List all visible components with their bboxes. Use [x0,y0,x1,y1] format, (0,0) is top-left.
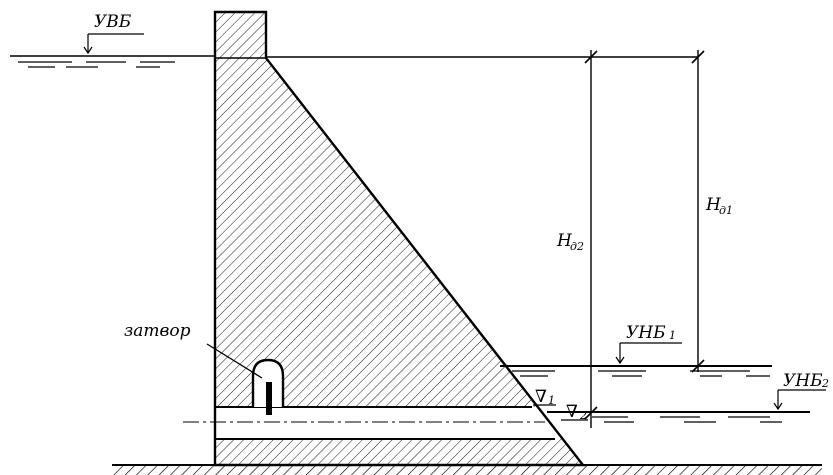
dam-body [213,10,586,467]
level1-symbol: ∇ [535,387,547,407]
unb2-label: УНБ [783,371,823,391]
level2-subscript: 2 [579,409,587,422]
gate: затвор [124,321,285,415]
level1-subscript: 1 [548,394,555,407]
culverts [215,407,583,439]
h1-label: H [705,195,722,215]
unb1-label: УНБ [626,323,666,343]
dimension-h2: H д2 [556,50,598,428]
downstream-level-2: УНБ 2 [547,371,829,423]
h2-subscript: д2 [570,240,584,253]
upstream-level: УВБ [10,12,215,68]
dimension-h1: H д1 [691,50,733,373]
h2-label: H [556,231,573,251]
level2-symbol: ∇ [566,402,578,422]
downstream-level-1: УНБ 1 [500,323,772,377]
level-markers: ∇ 1 ∇ 2 [533,387,588,422]
unb1-subscript: 1 [669,329,676,342]
unb2-subscript: 2 [821,377,829,390]
uvb-label: УВБ [94,12,132,32]
h1-subscript: д1 [719,204,733,217]
gate-label: затвор [124,321,191,341]
ground [112,464,822,475]
